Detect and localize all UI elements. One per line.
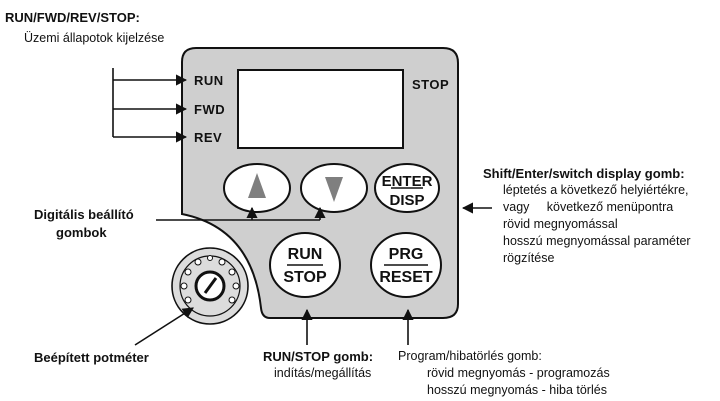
scale-dots-icon (180, 255, 240, 304)
prg-desc-line-1: rövid megnyomás - programozás (427, 366, 610, 380)
up-arrow-icon (248, 173, 266, 198)
shift-enter-line-3: rövid megnyomással (503, 217, 618, 231)
potentiometer-label: Beépített potméter (34, 350, 149, 365)
enter-key-label: ENTER (381, 173, 433, 190)
run-stop-key[interactable] (269, 232, 341, 298)
indicator-rev: REV (194, 130, 223, 145)
prg-key-label: PRG (388, 246, 424, 263)
indicator-stop: STOP (412, 77, 450, 92)
run-stop-desc-line-1: indítás/megállítás (274, 366, 372, 380)
reset-key-label: RESET (379, 269, 433, 286)
status-title: RUN/FWD/REV/STOP: (5, 10, 140, 25)
down-key[interactable] (300, 163, 368, 213)
prg-desc-title: Program/hibatörlés gomb: (398, 349, 542, 363)
shift-enter-line-4: hosszú megnyomással paraméter (503, 234, 691, 248)
run-stop-desc-title: RUN/STOP gomb: (263, 349, 374, 364)
prg-desc-line-2: hosszú megnyomás - hiba törlés (427, 383, 607, 397)
enter-disp-key[interactable] (374, 163, 440, 213)
digital-keys-title-2: gombok (56, 225, 107, 240)
display-window (237, 69, 404, 149)
disp-key-label: DISP (389, 192, 425, 209)
stop-key-label: STOP (283, 269, 327, 286)
shift-enter-line-5: rögzítése (503, 251, 555, 265)
indicator-fwd: FWD (194, 102, 226, 117)
run-key-label: RUN (287, 246, 323, 263)
shift-enter-line-1: léptetés a következő helyiértékre, (503, 183, 689, 197)
prg-reset-key[interactable] (370, 232, 442, 298)
status-arrows (112, 68, 188, 143)
digital-keys-pointer (156, 206, 326, 221)
indicator-run: RUN (194, 73, 224, 88)
potentiometer[interactable] (171, 247, 249, 325)
up-key[interactable] (223, 163, 291, 213)
pointer-lines (134, 202, 492, 346)
status-subtitle: Üzemi állapotok kijelzése (24, 31, 165, 45)
digital-keys-title: Digitális beállító (34, 207, 134, 222)
shift-enter-line-2: vagy következő menüpontra (503, 200, 674, 214)
down-arrow-icon (325, 177, 343, 202)
shift-enter-title: Shift/Enter/switch display gomb: (483, 166, 685, 181)
